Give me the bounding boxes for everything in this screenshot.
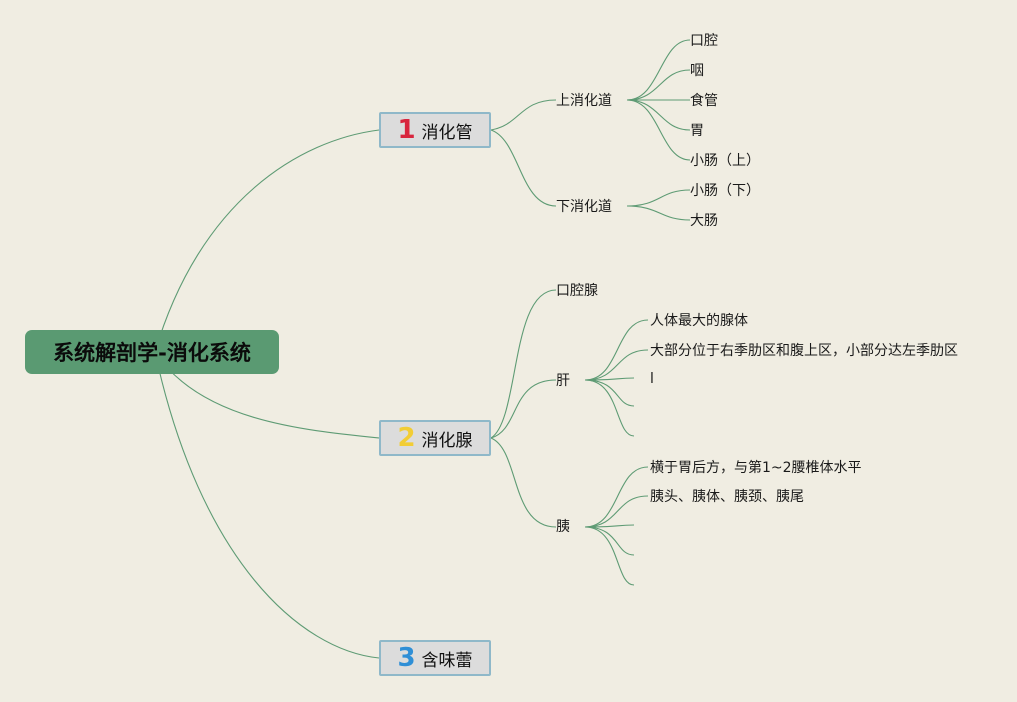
node-pancreas-fact-1[interactable]: 横于胃后方，与第1~2腰椎体水平 — [650, 460, 862, 476]
link-lower-c1 — [626, 189, 691, 207]
link-panc-c5 — [584, 526, 635, 586]
link-upper-c5 — [626, 99, 691, 161]
branch-label: 消化腺 — [421, 430, 473, 451]
link-liver-c5 — [584, 379, 635, 437]
link-panc-c4 — [584, 526, 635, 556]
node-liver-fact-1[interactable]: 人体最大的腺体 — [650, 313, 748, 329]
link-b1-upper — [490, 99, 557, 131]
node-oral-cavity[interactable]: 口腔 — [690, 33, 718, 49]
link-liver-c1 — [584, 319, 649, 381]
root-node[interactable]: 系统解剖学-消化系统 — [25, 330, 279, 374]
link-b2-liver — [490, 379, 557, 439]
branch-label: 消化管 — [421, 122, 473, 143]
link-upper-c1 — [626, 39, 691, 101]
link-liver-c2 — [584, 349, 649, 381]
node-liver-fact-3[interactable]: l — [650, 371, 654, 387]
link-upper-c2 — [626, 69, 691, 101]
node-small-intestine-upper[interactable]: 小肠（上） — [690, 153, 760, 169]
node-lower-tract[interactable]: 下消化道 — [556, 199, 612, 215]
branch-taste-buds[interactable]: 3 含味蕾 — [379, 640, 491, 676]
link-panc-c1 — [584, 466, 649, 528]
number-1-icon: 1 — [397, 115, 416, 145]
node-pancreas-fact-2[interactable]: 胰头、胰体、胰颈、胰尾 — [650, 489, 804, 505]
node-upper-tract[interactable]: 上消化道 — [556, 93, 612, 109]
node-liver-fact-2[interactable]: 大部分位于右季肋区和腹上区，小部分达左季肋区 — [650, 343, 958, 359]
node-large-intestine[interactable]: 大肠 — [690, 213, 718, 229]
number-2-icon: 2 — [397, 423, 416, 453]
node-pancreas[interactable]: 胰 — [556, 519, 570, 535]
link-panc-c3 — [584, 524, 635, 528]
node-oral-glands[interactable]: 口腔腺 — [556, 283, 598, 299]
link-b2-pancreas — [490, 437, 557, 528]
link-b2-oral — [490, 289, 557, 439]
link-root-b1 — [154, 129, 380, 353]
link-lower-c2 — [626, 205, 691, 221]
node-pharynx[interactable]: 咽 — [690, 63, 704, 79]
branch-digestive-tract[interactable]: 1 消化管 — [379, 112, 491, 148]
node-liver[interactable]: 肝 — [556, 373, 570, 389]
link-liver-c4 — [584, 379, 635, 407]
branch-digestive-glands[interactable]: 2 消化腺 — [379, 420, 491, 456]
branch-label: 含味蕾 — [421, 650, 473, 671]
link-root-b3 — [154, 351, 380, 659]
link-panc-c2 — [584, 495, 649, 528]
link-upper-c4 — [626, 99, 691, 131]
link-root-b2 — [154, 351, 380, 439]
node-small-intestine-lower[interactable]: 小肠（下） — [690, 183, 760, 199]
link-b1-lower — [490, 129, 557, 207]
number-3-icon: 3 — [397, 643, 416, 673]
node-stomach[interactable]: 胃 — [690, 123, 704, 139]
root-label: 系统解剖学-消化系统 — [53, 341, 251, 365]
node-esophagus[interactable]: 食管 — [690, 93, 718, 109]
